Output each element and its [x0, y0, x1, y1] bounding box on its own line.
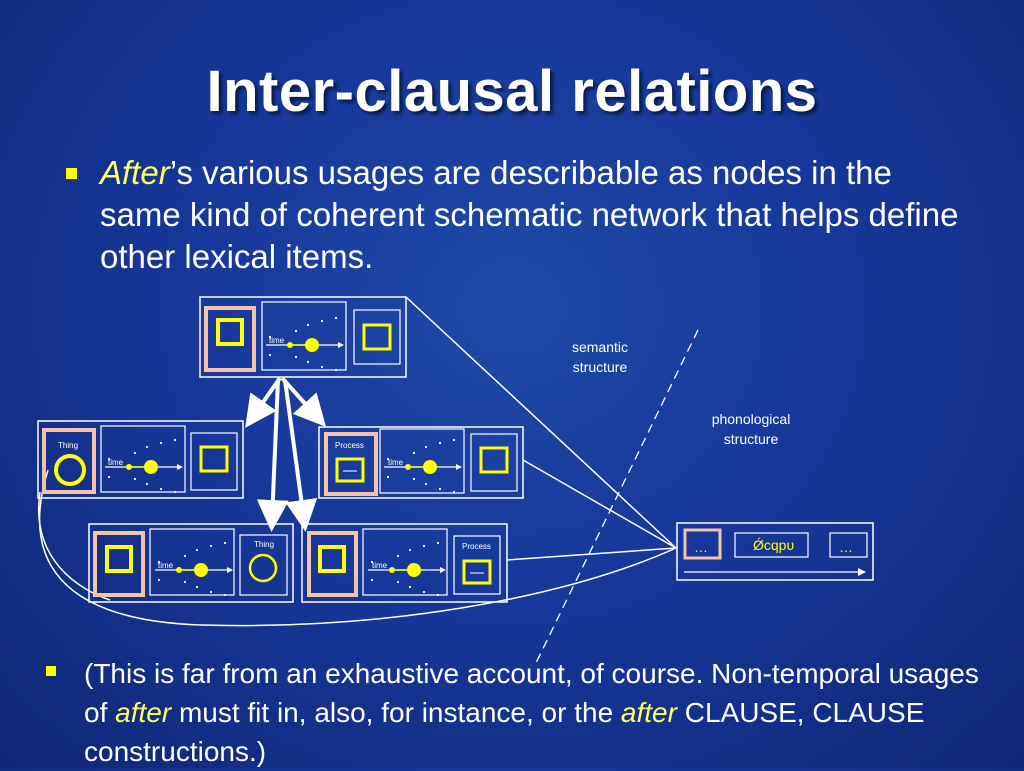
process-label-1: Process — [335, 441, 364, 450]
bullet-marker-2 — [46, 666, 56, 676]
svg-text:time: time — [372, 561, 388, 570]
thing-label-2: Thing — [254, 540, 274, 549]
svg-text:time: time — [158, 561, 174, 570]
phon-form: Ǿcqpυ — [753, 537, 794, 553]
phonological-label-line2: structure — [724, 431, 779, 447]
bullet-2-text-3: CLAUSE, CLAUSE constructions.) — [84, 697, 925, 767]
node-bottom-process: Process time — [301, 523, 508, 603]
thing-label-1: Thing — [58, 441, 78, 450]
phon-ellipsis-right: … — [839, 539, 853, 555]
phonological-label-line1: phonological — [712, 411, 791, 427]
node-top: time — [199, 296, 407, 378]
time-label-top: time — [269, 336, 285, 345]
bullet-2-text-2: must fit in, also, for instance, or the — [171, 697, 621, 728]
node-phonological: … Ǿcqpυ … — [676, 522, 874, 581]
bullet-1-italic: After — [100, 154, 170, 191]
bullet-2-italic-2: after — [620, 697, 677, 728]
bullet-2-text-1: (This is far from an exhaustive account,… — [84, 658, 979, 728]
process-label-2: Process — [462, 542, 491, 551]
semantic-label-line2: structure — [573, 359, 628, 375]
extension-arrows — [245, 376, 327, 532]
bullet-2-italic-1: after — [115, 697, 172, 728]
bullet-2: (This is far from an exhaustive account,… — [84, 654, 984, 771]
semantic-label-line1: semantic — [572, 339, 628, 355]
semantic-phonological-divider — [534, 329, 699, 666]
node-process: Process time — [318, 426, 524, 499]
node-bottom-thing: Thing time — [88, 523, 294, 603]
svg-text:time: time — [108, 458, 124, 467]
bullet-1-text: ’s various usages are describable as nod… — [100, 154, 959, 275]
svg-text:time: time — [388, 458, 404, 467]
slide-title: Inter-clausal relations — [206, 59, 818, 124]
bullet-marker-1 — [66, 168, 77, 179]
node-thing: Thing time — [37, 420, 244, 499]
bullet-1: After’s various usages are describable a… — [100, 152, 980, 278]
phon-ellipsis-left: … — [694, 539, 708, 555]
